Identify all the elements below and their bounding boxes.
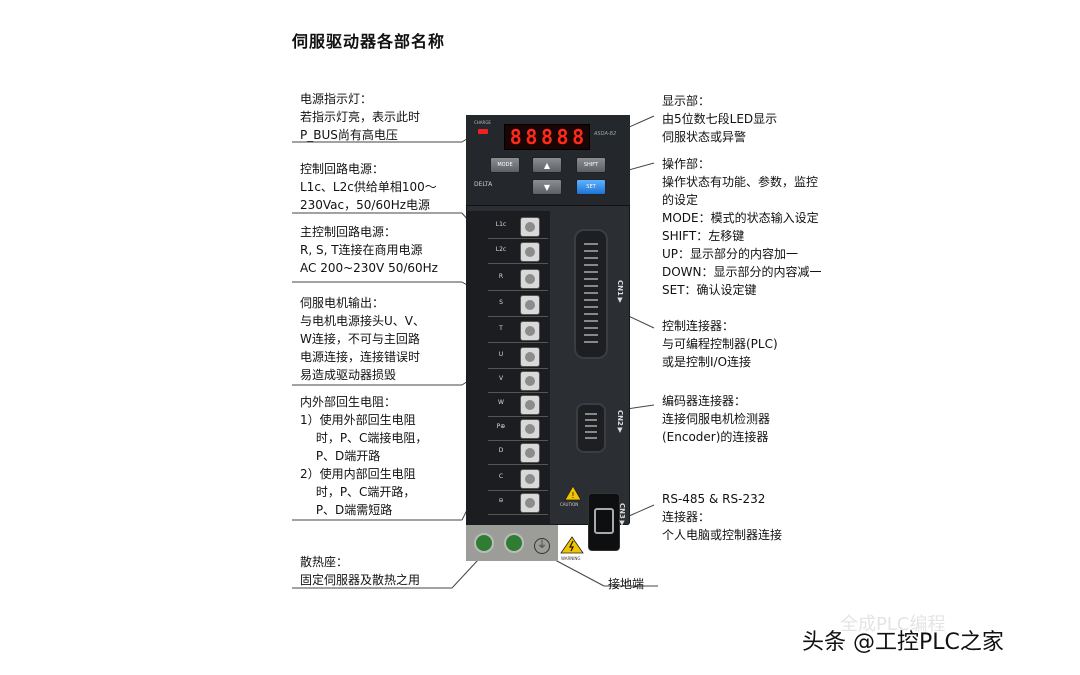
terminal-label: S [499,299,503,306]
terminal[interactable]: T [488,319,548,343]
screw-icon [520,395,540,415]
terminal-label: ⊖ [498,497,504,504]
screw-icon [520,217,540,237]
screw-icon [520,371,540,391]
screw-icon [520,443,540,463]
display-digit: 8 [540,125,553,149]
delta-logo: DELTA [474,181,493,188]
screw-icon [520,419,540,439]
display-digit: 8 [525,125,538,149]
screw-icon [520,493,540,513]
label-display: 显示部：由5位数七段LED显示伺服状态或异警 [662,94,778,144]
terminal-label: L1c [495,221,507,228]
heatsink [466,525,558,561]
terminal[interactable]: U [488,345,548,369]
terminal-label: W [498,399,504,406]
watermark-main: 头条 @工控PLC之家 [802,630,1004,655]
screw-icon [520,321,540,341]
cn3-connector[interactable] [588,493,620,551]
terminal[interactable]: R [488,267,548,291]
mode-button[interactable]: MODE [490,157,520,173]
terminal[interactable]: W [488,393,548,417]
model-text: ASDA-B2 [594,131,617,137]
display-digit: 8 [509,125,522,149]
cn1-label: CN1▼ [616,280,624,304]
servo-drive: CHARGE 8 8 8 8 8 ASDA-B2 MODE ▲ ▼ SHIFT … [466,115,630,551]
terminal-label: U [498,351,504,358]
heatsink-screw-icon [504,533,524,553]
label-encoder-connector: 编码器连接器：连接伺服电机检测器(Encoder)的连接器 [662,394,771,444]
up-button[interactable]: ▲ [532,157,562,173]
cn2-connector[interactable] [576,403,606,453]
label-control-connector: 控制连接器：与可编程控制器(PLC)或是控制I/O连接 [662,319,778,369]
terminal[interactable]: P⊕ [488,417,548,441]
usb-port-icon [594,508,614,534]
terminal-block: L1c L2c R S T U V W P⊕ D C ⊖ [466,211,550,525]
terminal[interactable]: L1c [488,215,548,239]
screw-icon [520,469,540,489]
set-button[interactable]: SET [576,179,606,195]
cn2-label: CN2▼ [616,410,624,434]
terminal-label: L2c [495,246,507,253]
terminal-label: C [498,473,504,480]
terminal[interactable]: C [488,467,548,491]
terminal[interactable]: ⊖ [488,491,548,515]
heatsink-screw-icon [474,533,494,553]
watermark-faint: 全成PLC编程 [840,614,946,635]
leader-heatsink-tip [451,559,479,589]
terminal[interactable]: V [488,369,548,393]
label-heatsink: 散热座：固定伺服器及散热之用 [300,555,421,587]
terminal-label: R [498,273,504,280]
label-motor-output: 伺服电机输出：与电机电源接头U、V、W连接，不可与主回路电源连接，连接错误时易造… [300,296,425,382]
charge-caption: CHARGE [474,120,491,125]
ground-icon: ⏚ [534,538,550,554]
terminal-label: D [498,447,504,454]
screw-icon [520,295,540,315]
label-control-power: 控制回路电源：L1c、L2c供给单相100～230Vac，50/60Hz电源 [300,162,437,212]
power-indicator-led [478,129,488,134]
control-panel: CHARGE 8 8 8 8 8 ASDA-B2 MODE ▲ ▼ SHIFT … [466,115,630,206]
cn1-connector[interactable] [574,229,608,359]
shift-button[interactable]: SHIFT [576,157,606,173]
cn3-label: CN3▼ [618,503,626,527]
down-button[interactable]: ▼ [532,179,562,195]
svg-text:!: ! [571,491,574,500]
caution-icon: ! [564,485,582,501]
warning-text: WARNING [561,556,581,561]
terminal[interactable]: S [488,293,548,317]
screw-icon [520,347,540,367]
terminal[interactable]: L2c [488,240,548,264]
display-digit: 8 [572,125,585,149]
display-digit: 8 [556,125,569,149]
terminal[interactable]: D [488,441,548,465]
label-ground: 接地端 [608,577,645,591]
caution-text: CAUTION [560,502,579,507]
screw-icon [520,269,540,289]
terminal-label: P⊕ [496,423,506,430]
seven-segment-display: 8 8 8 8 8 [504,124,590,150]
page-title: 伺服驱动器各部名称 [292,32,446,51]
screw-icon [520,242,540,262]
terminal-label: V [498,375,504,382]
warning-icon [560,536,584,554]
terminal-label: T [499,325,503,332]
